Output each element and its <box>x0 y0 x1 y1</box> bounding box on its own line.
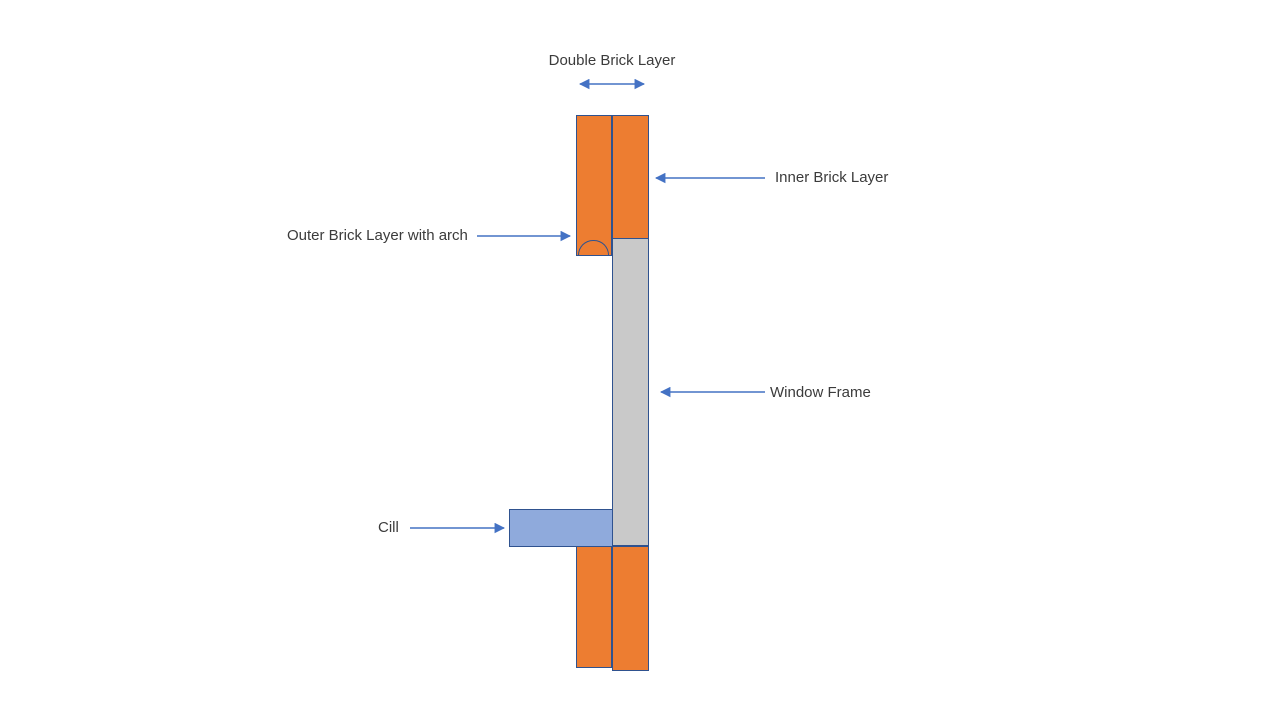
cill-label: Cill <box>378 519 399 536</box>
window-frame-rect <box>612 238 649 546</box>
double-brick-layer-label: Double Brick Layer <box>548 52 676 69</box>
inner-brick-layer-label: Inner Brick Layer <box>775 169 889 186</box>
outer-brick-layer-bottom-rect <box>576 546 612 668</box>
window-frame-label: Window Frame <box>770 384 871 401</box>
outer-brick-layer-label: Outer Brick Layer with arch <box>287 227 468 244</box>
outer-brick-layer-top-rect <box>576 115 612 256</box>
cill-rect <box>509 509 613 547</box>
inner-brick-layer-bottom-rect <box>612 546 649 671</box>
inner-brick-layer-top-rect <box>612 115 649 239</box>
